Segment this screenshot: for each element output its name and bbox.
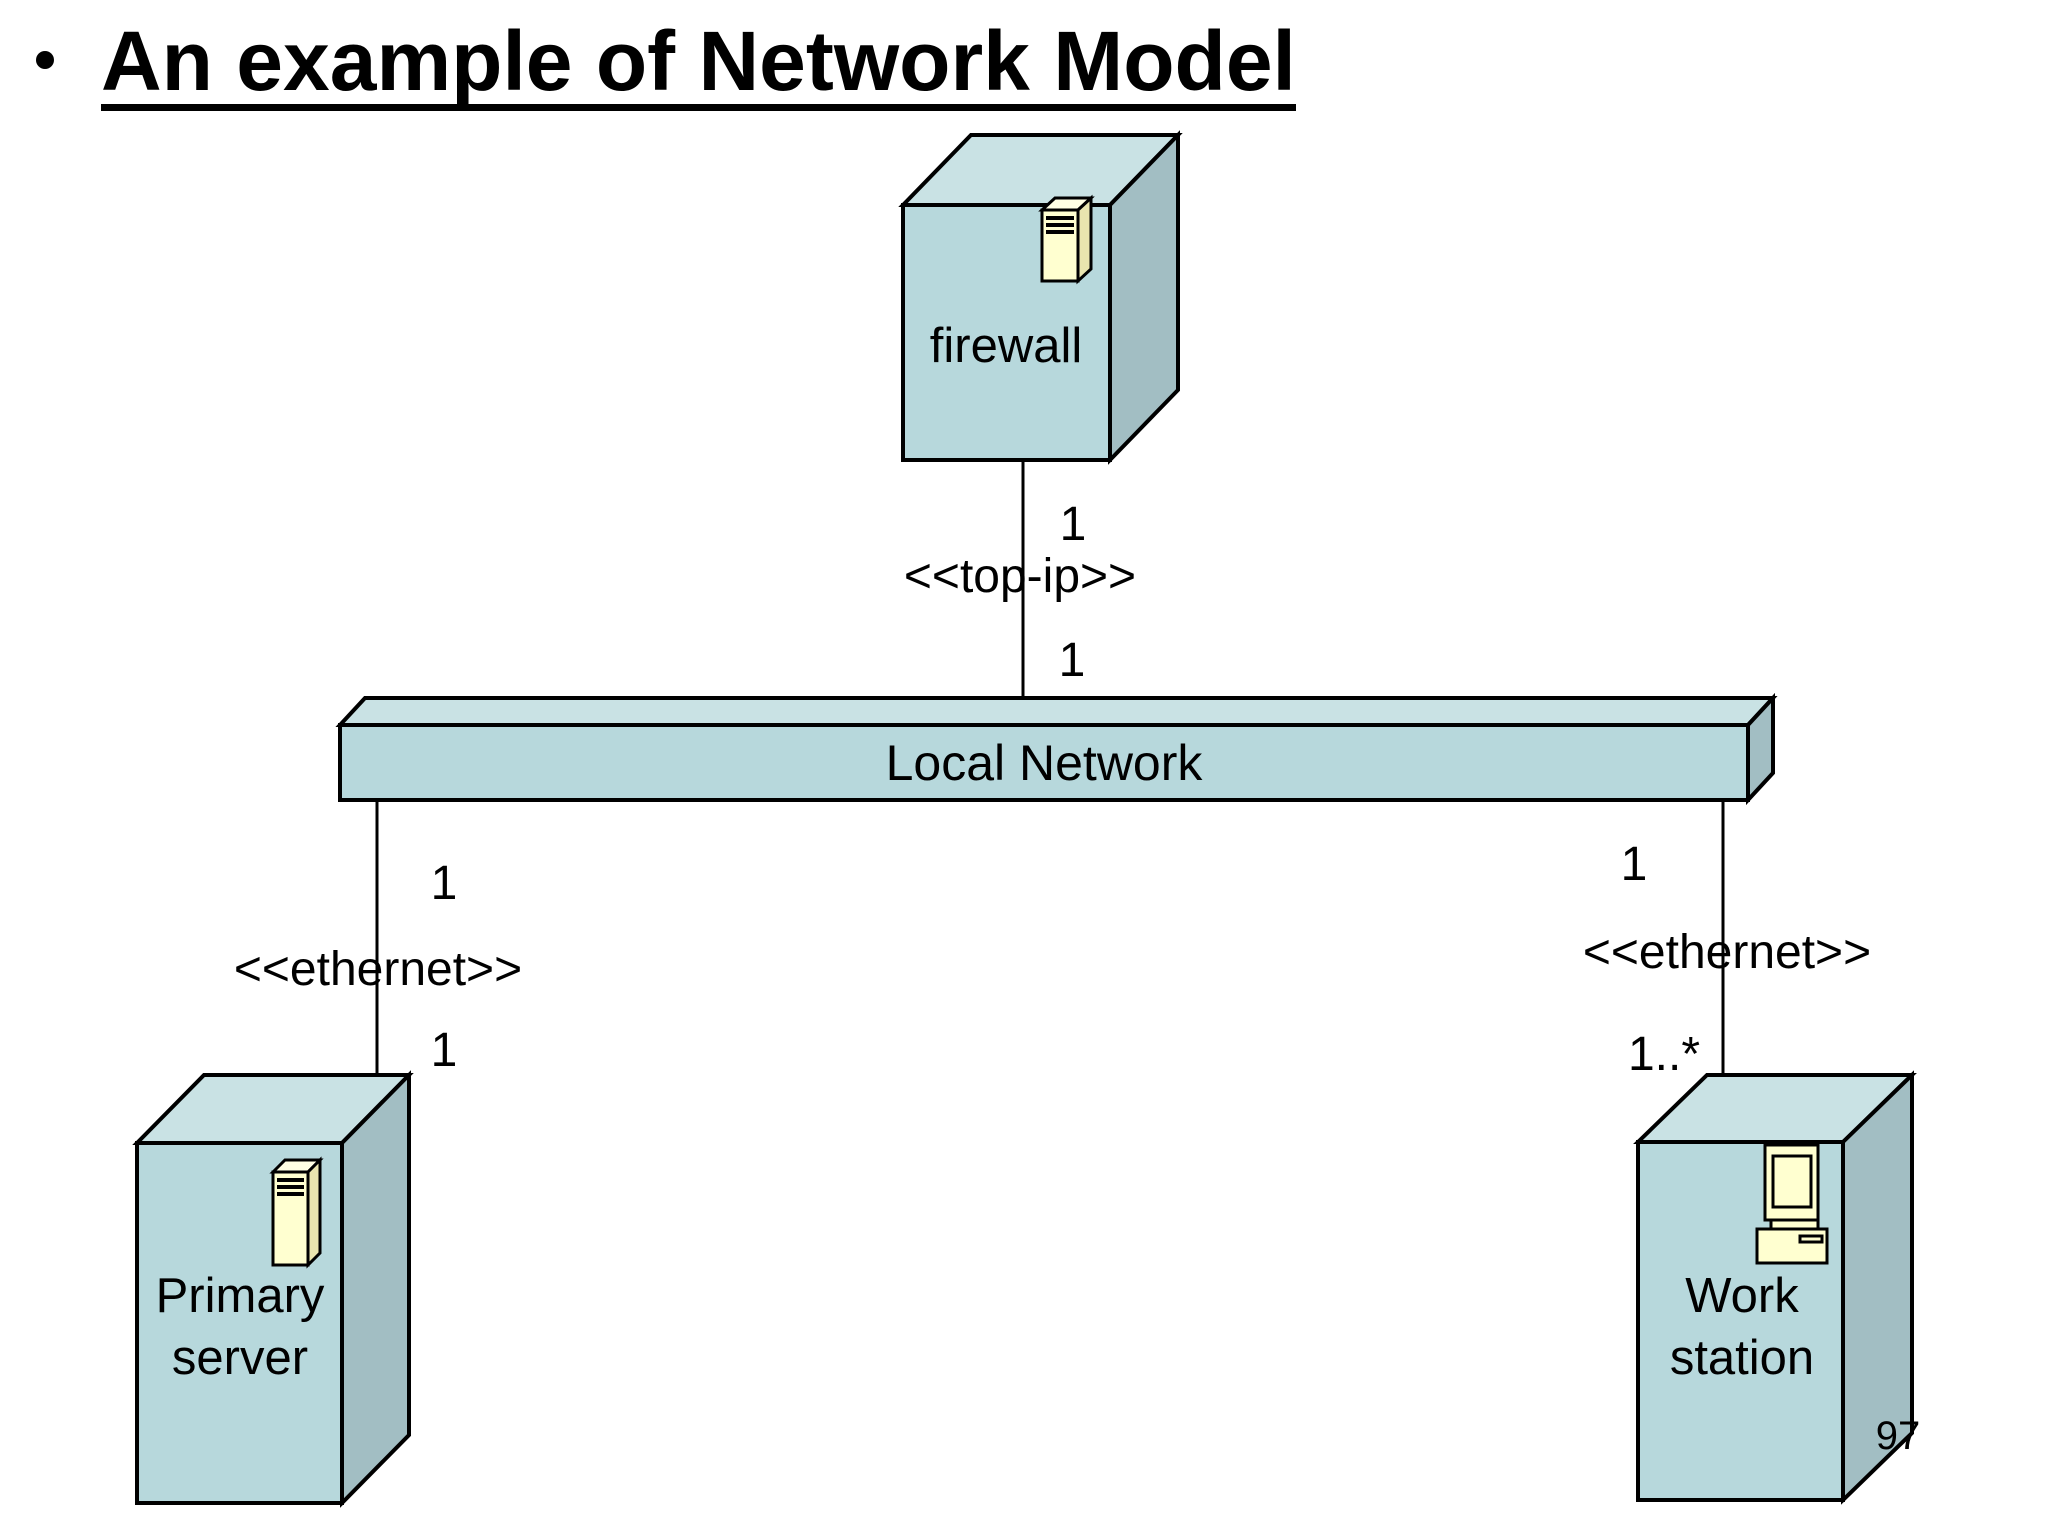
- workstation-label-line2: station: [1670, 1331, 1814, 1385]
- bullet-icon: [36, 51, 54, 69]
- stereotype-ethernet-left: <<ethernet>>: [234, 943, 522, 996]
- base-unit-slot: [1798, 1234, 1824, 1244]
- firewall-label: firewall: [930, 319, 1082, 373]
- stereotype-ethernet-right: <<ethernet>>: [1583, 926, 1871, 979]
- primary-server-label-line1: Primary: [156, 1269, 325, 1323]
- page-number: 97: [1876, 1414, 1921, 1458]
- server-tower-icon-side: [306, 1156, 322, 1269]
- server-tower-icon: [1038, 194, 1095, 285]
- local-network-front-face: [338, 723, 1750, 802]
- workstation-node: Work station: [1633, 1070, 1917, 1505]
- multiplicity-near-server: 1: [431, 1024, 458, 1077]
- primary-server-label-line2: server: [172, 1331, 308, 1385]
- multiplicity-near-lan-top: 1: [1059, 634, 1086, 687]
- multiplicity-near-firewall: 1: [1060, 498, 1087, 551]
- monitor-screen: [1771, 1154, 1813, 1209]
- stereotype-top-ip: <<top-ip>>: [904, 550, 1136, 603]
- firewall-node: firewall: [898, 130, 1183, 465]
- local-network-label: Local Network: [886, 735, 1204, 791]
- primary-server-side-face: [340, 1070, 411, 1508]
- multiplicity-near-lan-left: 1: [431, 857, 458, 910]
- link-firewall-lan: 1 <<top-ip>> 1: [904, 460, 1136, 700]
- server-tower-icon-front: [1040, 208, 1080, 283]
- desktop-computer-icon: [1755, 1143, 1829, 1265]
- link-lan-workstation: 1 <<ethernet>> 1..*: [1583, 800, 1871, 1081]
- multiplicity-near-workstation: 1..*: [1628, 1028, 1700, 1081]
- slide-title: An example of Network Model: [101, 19, 1296, 111]
- primary-server-node: Primary server: [132, 1070, 414, 1508]
- local-network-node: Local Network: [335, 692, 1778, 806]
- server-tower-icon: [269, 1156, 324, 1269]
- multiplicity-near-lan-right: 1: [1621, 838, 1648, 891]
- local-network-top-face: [335, 696, 1778, 727]
- workstation-label-line1: Work: [1685, 1269, 1799, 1323]
- computer-base-unit: [1755, 1227, 1829, 1265]
- server-tower-icon-side: [1076, 194, 1093, 285]
- link-lan-primary-server: 1 <<ethernet>> 1: [234, 800, 522, 1077]
